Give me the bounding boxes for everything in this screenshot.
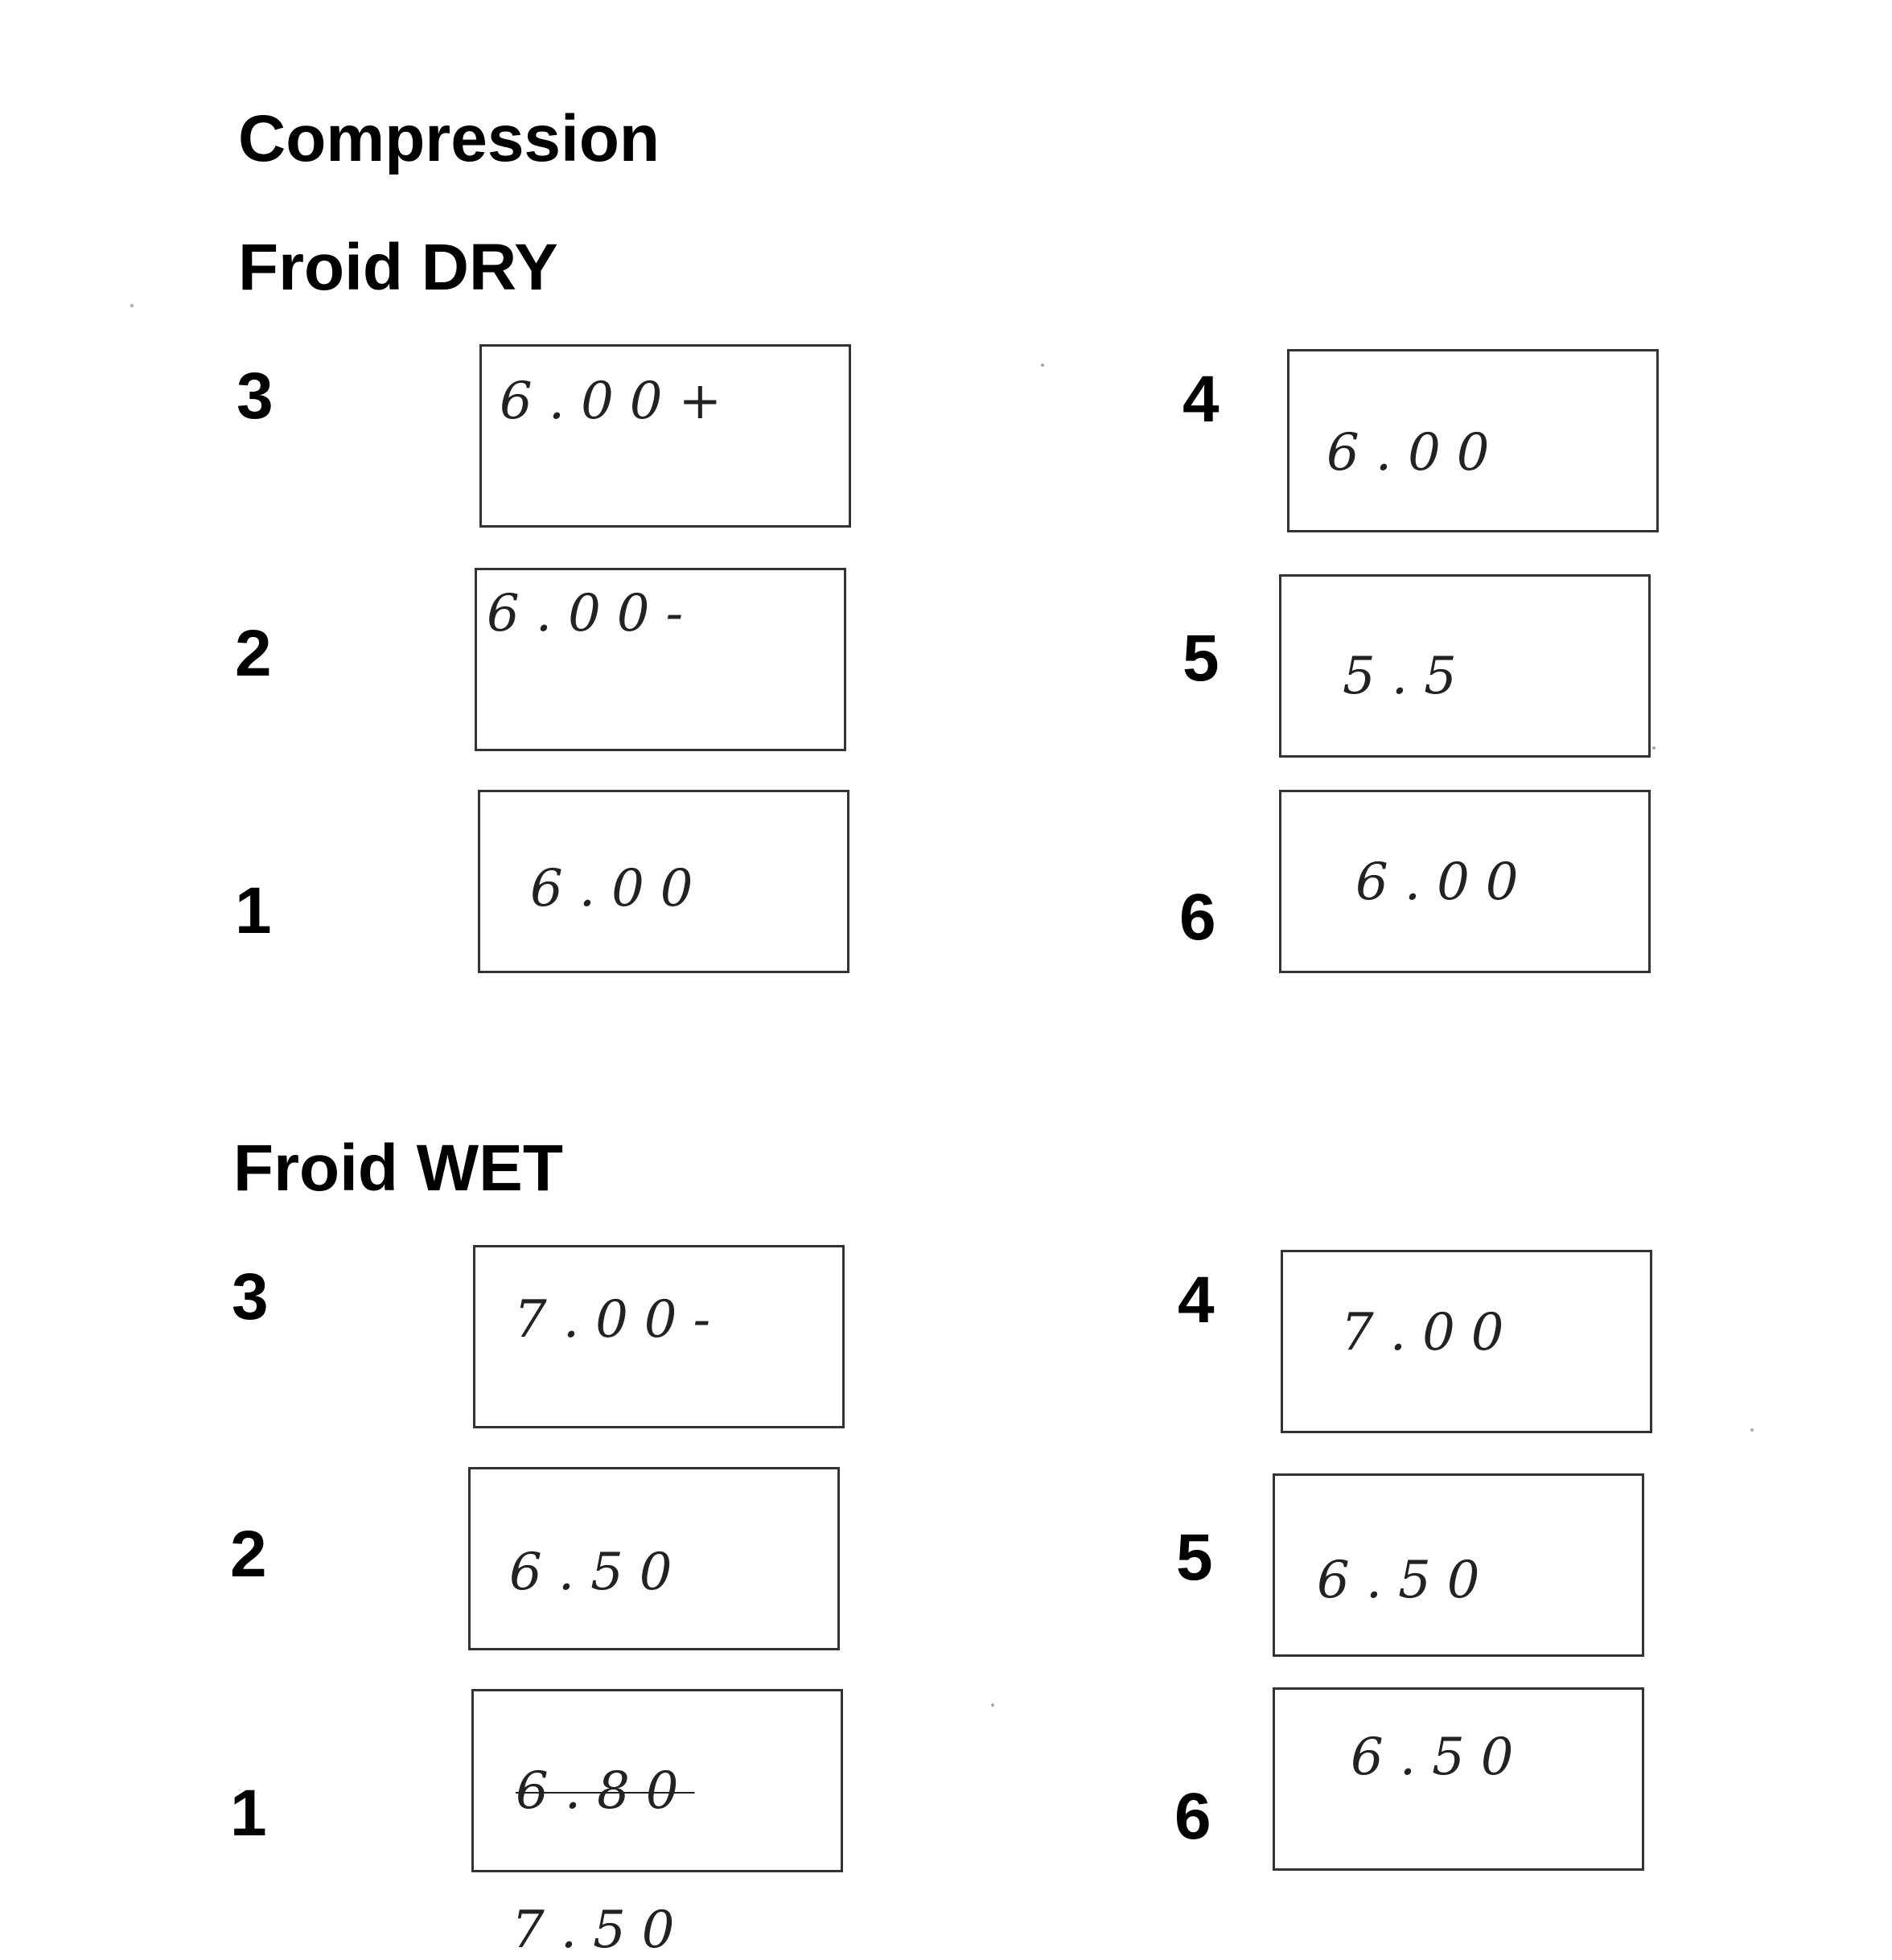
crossed-out-value: 6.80 — [516, 1761, 695, 1821]
handwritten-value: 6.00 — [530, 859, 710, 918]
cell-label: 4 — [1182, 363, 1220, 436]
value-box: 6.50 — [1273, 1473, 1644, 1657]
scan-speck — [1652, 746, 1656, 750]
cell-label: 6 — [1174, 1780, 1211, 1853]
handwritten-value: 6.50 — [509, 1543, 689, 1602]
cell-label: 5 — [1182, 622, 1220, 695]
value-box: 7.00 — [1281, 1250, 1652, 1433]
scan-speck — [1750, 1428, 1754, 1432]
handwritten-value: 7.00 — [1341, 1303, 1520, 1362]
handwritten-value: 6.00- — [487, 584, 700, 643]
value-box: 6.00- — [475, 568, 846, 751]
handwritten-value: 6.50 — [1351, 1728, 1530, 1787]
cell-label: 1 — [230, 1777, 267, 1850]
page-title: Compression — [238, 102, 660, 175]
cell-label: 2 — [230, 1518, 267, 1591]
scan-speck — [130, 304, 134, 307]
value-box: 6.00 — [1279, 790, 1651, 973]
scan-speck — [1041, 364, 1044, 367]
value-box: 6.00 — [1287, 349, 1659, 532]
section-title: Froid DRY — [238, 231, 558, 304]
cell-label: 6 — [1179, 881, 1216, 954]
value-box: 6.00+ — [479, 344, 851, 528]
value-box: 6.50 — [1273, 1687, 1644, 1871]
handwritten-value: 5.5 — [1343, 647, 1473, 706]
handwritten-value: 6.00 — [1355, 853, 1535, 912]
cell-label: 2 — [235, 617, 272, 690]
handwritten-value: 6.00 — [1326, 423, 1506, 483]
cell-label: 5 — [1176, 1521, 1213, 1594]
value-box: 6.00 — [478, 790, 849, 973]
value-box: 5.5 — [1279, 574, 1651, 758]
cell-label: 4 — [1178, 1264, 1215, 1337]
value-box: 6.50 — [468, 1467, 840, 1650]
value-box: 7.00- — [473, 1245, 845, 1428]
value-box: 6.80 — [471, 1689, 843, 1872]
handwritten-value: 6.50 — [1317, 1551, 1496, 1610]
cell-label: 3 — [232, 1260, 269, 1333]
scan-speck — [991, 1703, 994, 1707]
handwritten-value: 6.00+ — [500, 372, 738, 431]
cell-label: 3 — [236, 360, 274, 433]
section-title: Froid WET — [233, 1132, 563, 1205]
cell-label: 1 — [235, 874, 272, 947]
handwritten-value: 7.00- — [514, 1290, 727, 1350]
correction-value: 7.50 — [512, 1900, 691, 1960]
